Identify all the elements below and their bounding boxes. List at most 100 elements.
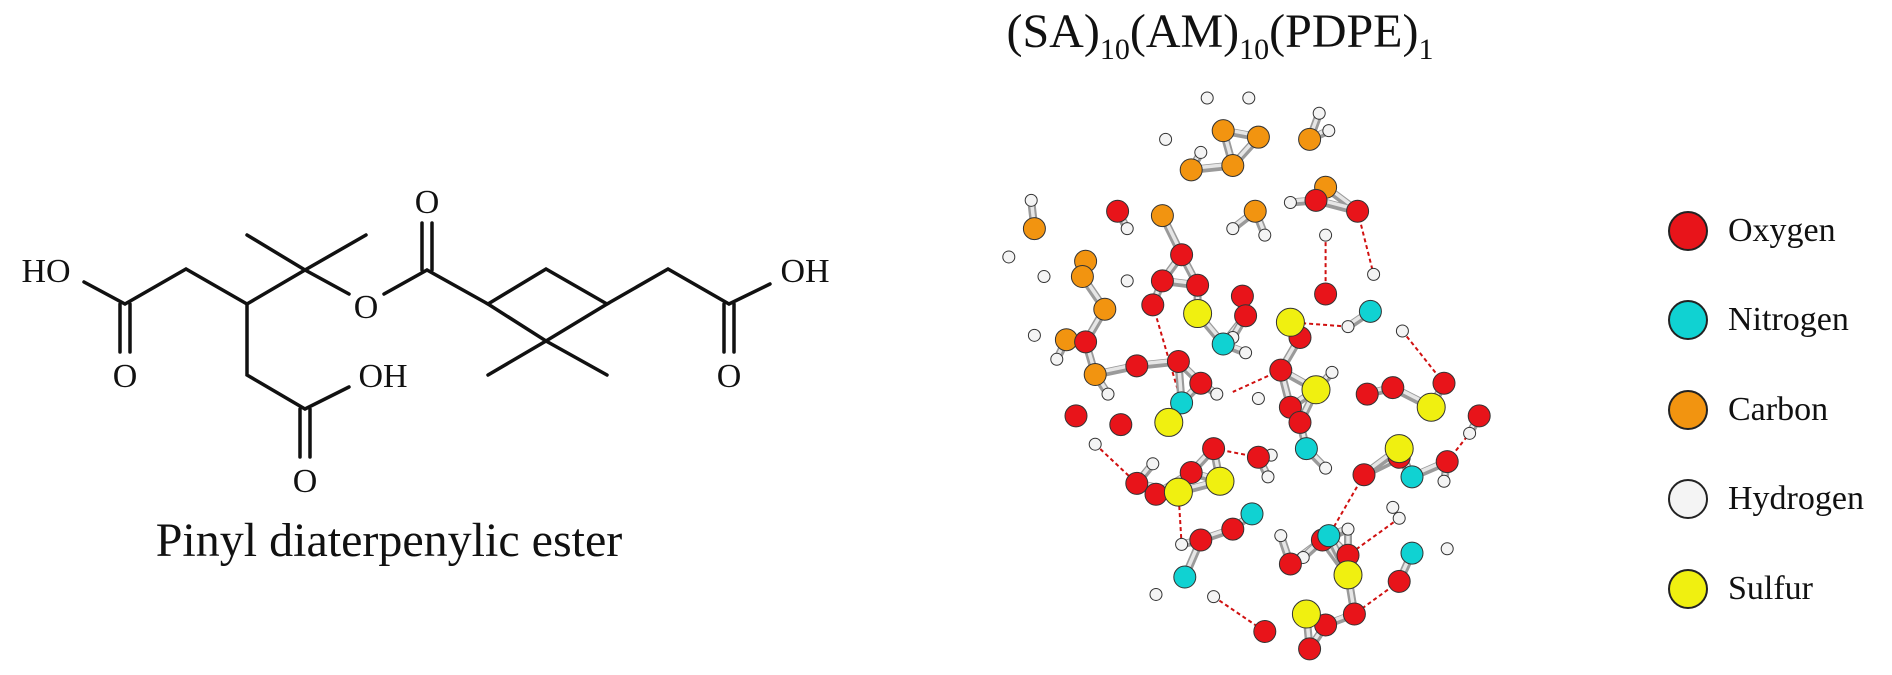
oxygen-atom xyxy=(1387,569,1411,593)
oxygen-atom xyxy=(1253,619,1277,643)
sulfur-atom xyxy=(1333,560,1363,590)
molecular-cluster-3d xyxy=(1002,91,1491,661)
bond-methyl xyxy=(544,339,609,377)
oxygen-atom xyxy=(1109,413,1133,437)
bond-methyl xyxy=(245,233,307,272)
oxygen-atom xyxy=(1278,552,1302,576)
bond-chain-left xyxy=(82,266,351,307)
oxygen-atom xyxy=(1125,354,1149,378)
hydrogen-atom xyxy=(1101,387,1115,401)
nitrogen-atom xyxy=(1240,502,1264,526)
hydrogen-atom xyxy=(1200,91,1214,105)
oxygen-swatch-icon xyxy=(1668,210,1708,251)
legend-item-hydrogen: Hydrogen xyxy=(1668,455,1864,545)
title-part: (SA) xyxy=(1006,5,1100,58)
oxygen-atom xyxy=(1202,437,1226,461)
nitrogen-atom xyxy=(1317,524,1341,548)
legend-item-sulfur: Sulfur xyxy=(1668,544,1864,634)
oxygen-atom xyxy=(1234,304,1258,328)
hydrogen-atom xyxy=(1325,365,1339,379)
label-o-ester: O xyxy=(354,289,379,326)
hydrogen-atom xyxy=(1312,106,1326,120)
title-subscript: 10 xyxy=(1239,33,1270,66)
hydrogen-atom xyxy=(1386,500,1400,514)
hydrogen-atom xyxy=(1149,587,1163,601)
hydrogen-atom xyxy=(1088,437,1102,451)
sulfur-swatch-icon xyxy=(1668,568,1708,609)
carbon-atom xyxy=(1054,328,1078,352)
cyclobutane-ring xyxy=(484,266,611,344)
sulfur-atom xyxy=(1384,434,1414,464)
label-ho: HO xyxy=(21,253,70,290)
carbon-atom xyxy=(1221,153,1245,177)
hydrogen-atom xyxy=(1341,320,1355,334)
oxygen-atom xyxy=(1166,349,1190,373)
nitrogen-swatch-icon xyxy=(1668,300,1708,341)
oxygen-atom xyxy=(1230,284,1254,308)
molecule-caption: Pinyl diaterpenylic ester xyxy=(156,514,623,567)
hydrogen-atom xyxy=(1319,461,1333,475)
oxygen-atom xyxy=(1125,471,1149,495)
hydrogen-atom xyxy=(1395,324,1409,338)
pinyl-diaterpenylic-ester-structure xyxy=(82,221,772,459)
oxygen-atom xyxy=(1064,404,1088,428)
oxygen-atom xyxy=(1352,463,1376,487)
hydrogen-bond xyxy=(1094,443,1138,485)
hydrogen-atom xyxy=(1251,391,1265,405)
title-part: (PDPE) xyxy=(1269,5,1419,58)
hydrogen-atom xyxy=(1027,328,1041,342)
carbon-atom xyxy=(1083,363,1107,387)
sulfur-atom xyxy=(1205,466,1235,496)
hydrogen-atom xyxy=(1120,222,1134,236)
oxygen-atom xyxy=(1170,243,1194,267)
legend-label: Oxygen xyxy=(1728,211,1836,249)
title-subscript: 1 xyxy=(1418,33,1434,66)
hydrogen-bond xyxy=(1290,321,1349,328)
oxygen-atom xyxy=(1355,382,1379,406)
sulfur-atom xyxy=(1301,375,1331,405)
bond-chain-right xyxy=(605,266,772,306)
nitrogen-atom xyxy=(1211,332,1235,356)
hydrogen-atom xyxy=(1367,267,1381,281)
hydrogen-atom xyxy=(1037,270,1051,284)
sulfur-atom xyxy=(1275,307,1305,337)
label-oh: OH xyxy=(358,358,407,395)
cluster-title: (SA)10(AM)10(PDPE)1 xyxy=(970,4,1470,67)
oxygen-atom xyxy=(1221,517,1245,541)
oxygen-atom xyxy=(1342,602,1366,626)
nitrogen-atom xyxy=(1170,391,1194,415)
carbon-atom xyxy=(1070,265,1094,289)
sulfur-atom xyxy=(1183,299,1213,329)
legend-item-oxygen: Oxygen xyxy=(1668,186,1864,276)
oxygen-atom xyxy=(1288,410,1312,434)
oxygen-atom xyxy=(1189,528,1213,552)
oxygen-atom xyxy=(1314,282,1338,306)
title-subscript: 10 xyxy=(1099,33,1130,66)
oxygen-atom xyxy=(1186,273,1210,297)
carbon-atom xyxy=(1243,199,1267,223)
oxygen-atom xyxy=(1074,330,1098,354)
carbon-atom xyxy=(1179,158,1203,182)
legend-label: Nitrogen xyxy=(1728,301,1849,339)
nitrogen-atom xyxy=(1400,465,1424,489)
carbon-atom xyxy=(1022,217,1046,241)
hydrogen-atom xyxy=(1050,352,1064,366)
hydrogen-atom xyxy=(1159,132,1173,146)
oxygen-atom xyxy=(1381,376,1405,400)
hydrogen-atom xyxy=(1120,274,1134,288)
sulfur-atom xyxy=(1163,477,1193,507)
hydrogen-atom xyxy=(1437,474,1451,488)
oxygen-atom xyxy=(1304,188,1328,212)
hydrogen-atom xyxy=(1194,145,1208,159)
oxygen-atom xyxy=(1298,637,1322,661)
title-part: (AM) xyxy=(1129,5,1240,58)
carbon-atom xyxy=(1211,119,1235,143)
legend-label: Hydrogen xyxy=(1728,480,1864,518)
oxygen-atom xyxy=(1141,293,1165,317)
hydrogen-atom xyxy=(1341,522,1355,536)
hydrogen-swatch-icon xyxy=(1668,479,1708,520)
hydrogen-atom xyxy=(1207,590,1221,604)
label-o-carbonyl: O xyxy=(415,184,440,221)
nitrogen-atom xyxy=(1400,541,1424,565)
hydrogen-atom xyxy=(1319,228,1333,242)
